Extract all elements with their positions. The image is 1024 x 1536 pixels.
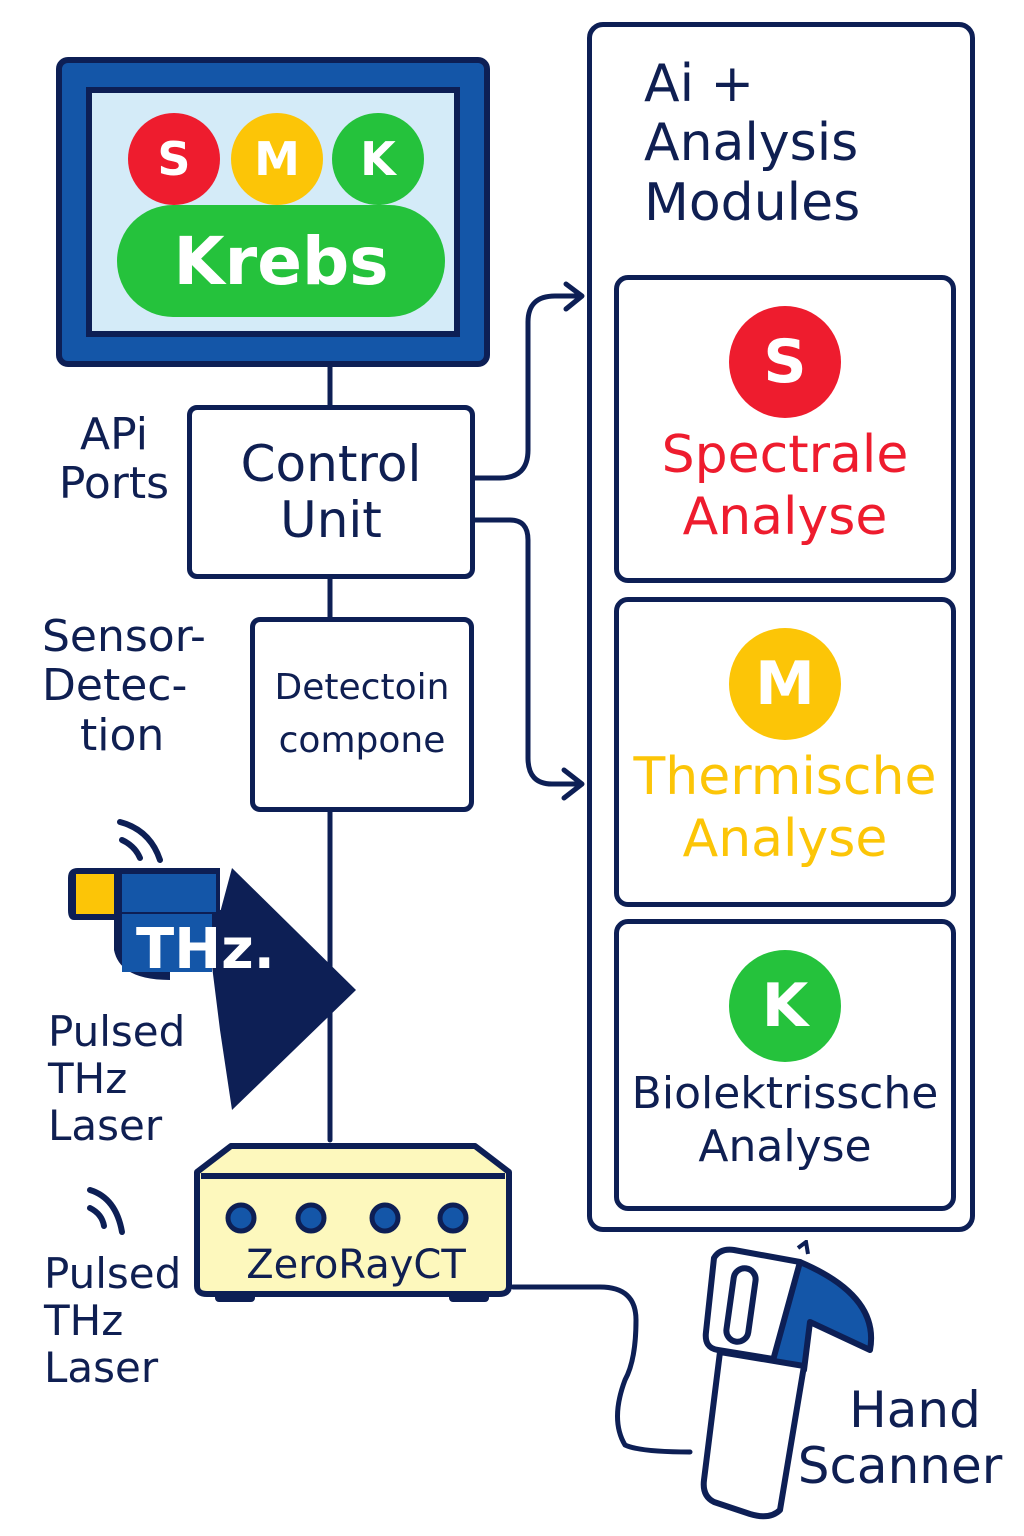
badge-k: K (729, 950, 841, 1062)
api-ports-label: APi Ports (58, 409, 170, 510)
signal-wave-icon (117, 819, 163, 863)
monitor-display: S M K Krebs (56, 57, 490, 367)
hand-scanner-label: Hand Scanner (797, 1381, 1003, 1495)
badge-m: M (231, 113, 323, 205)
control-to-thermal-arrowhead (561, 767, 585, 801)
detection-component-box[interactable]: Detectoin compone (250, 617, 474, 812)
indicator-led (369, 1202, 401, 1234)
module-bioelectric-analysis[interactable]: K Biolektrissche Analyse (614, 919, 956, 1211)
module-spectral-analysis[interactable]: S Spectrale Analyse (614, 275, 956, 583)
control-to-spectral-arrowhead (563, 281, 585, 312)
badge-s: S (128, 113, 220, 205)
control-to-thermal-arrow (470, 517, 583, 787)
thz-laser-device: THz. (68, 819, 356, 1110)
pulsed-thz-laser-label-2: Pulsed THz Laser (44, 1249, 182, 1393)
sensor-detection-label: Sensor- Detec- tion (42, 611, 206, 761)
thz-arrow-icon (210, 868, 356, 1110)
krebs-label: Krebs (117, 205, 445, 317)
indicator-led (295, 1202, 327, 1234)
control-to-spectral-arrow (470, 293, 583, 481)
signal-wave-icon (87, 1187, 125, 1235)
indicator-led (225, 1202, 257, 1234)
module-thermal-analysis[interactable]: M Thermische Analyse (614, 597, 956, 907)
panel-title: Ai + Analysis Modules (644, 54, 861, 233)
zeroray-to-scanner-cable (510, 1284, 693, 1455)
ai-analysis-panel: Ai + Analysis Modules S Spectrale Analys… (587, 22, 975, 1232)
indicator-led (437, 1202, 469, 1234)
control-unit-box[interactable]: Control Unit (187, 405, 475, 579)
monitor-screen: S M K Krebs (86, 87, 460, 337)
thz-label: THz. (136, 917, 275, 982)
badge-m: M (729, 628, 841, 740)
zeroraycT-label: ZeroRayCT (246, 1242, 466, 1288)
badge-s: S (729, 306, 841, 418)
badge-k: K (332, 113, 424, 205)
zeroraycT-device[interactable]: ZeroRayCT (193, 1142, 513, 1302)
hand-scanner-icon[interactable] (680, 1240, 880, 1530)
pulsed-thz-laser-label-1: Pulsed THz Laser (48, 1007, 186, 1151)
